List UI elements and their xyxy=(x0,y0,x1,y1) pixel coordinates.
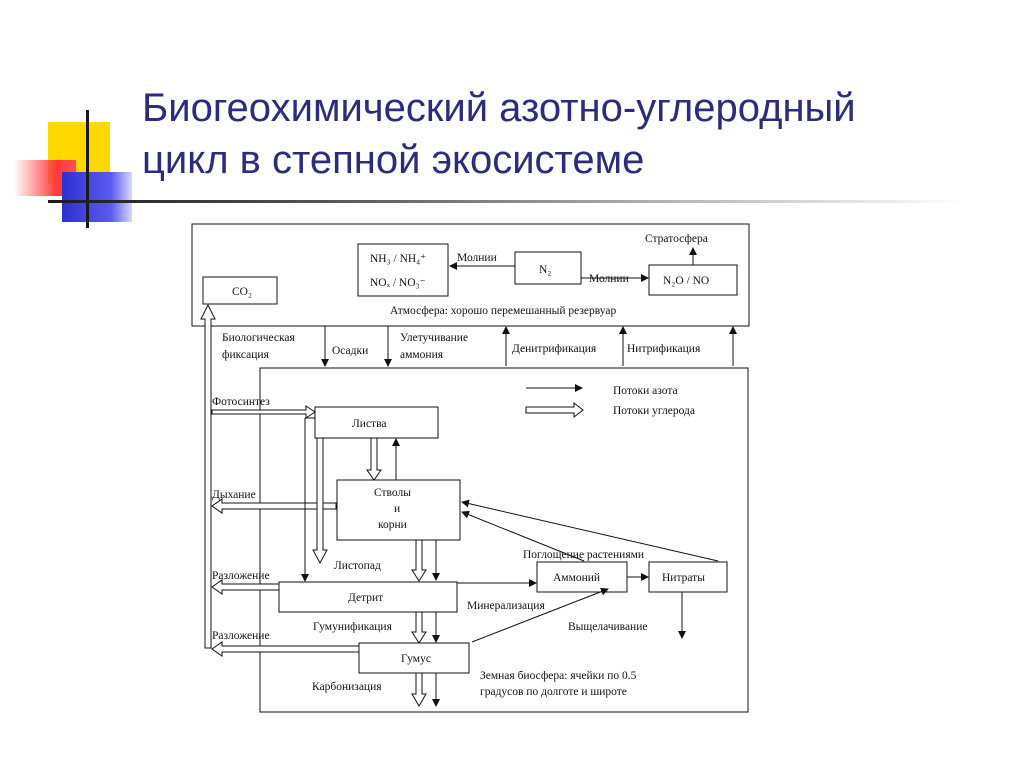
photosynthesis-arrow xyxy=(211,405,316,419)
nox-no3-label: NOₓ / NO₃⁻ xyxy=(370,277,426,289)
co2-box xyxy=(202,276,278,305)
decomposition-label-1: Разложение xyxy=(212,570,270,582)
n2o-no-label: N₂O / NO xyxy=(663,275,709,287)
detritus-to-humus-arrow xyxy=(411,611,427,644)
leaching-label: Выщелачивание xyxy=(568,621,647,633)
uptake-label: Поглощение растениями xyxy=(523,549,644,561)
decomposition-label-2: Разложение xyxy=(212,630,270,642)
foliage-to-stems-arrow xyxy=(366,437,382,481)
bio-fix-label-1: Биологическая xyxy=(222,332,296,344)
grid-note-line-2: градусов по долготе и широте xyxy=(480,686,627,698)
mineralization-label: Минерализация xyxy=(467,600,545,612)
ammonium-label: Аммоний xyxy=(553,572,600,584)
respiration-label: Дыхание xyxy=(212,489,256,501)
humus-label: Гумус xyxy=(401,653,431,665)
bio-fix-label-2: фиксация xyxy=(222,349,270,361)
nh3-nox-box xyxy=(357,243,449,297)
volatilization-label-1: Улетучивание xyxy=(400,332,468,344)
nitrates-label: Нитраты xyxy=(662,572,705,584)
ammonium-box xyxy=(536,561,628,593)
lightning-label-1: Молнии xyxy=(457,252,497,264)
nh3-nh4-label: NH₃ / NH₄⁺ xyxy=(370,253,426,265)
volatilization-label-2: аммония xyxy=(400,349,444,361)
precipitation-label: Осадки xyxy=(332,345,368,357)
stems-label-1: Стволы xyxy=(374,487,411,499)
legend-nitrogen-label: Потоки азота xyxy=(613,385,678,397)
slide-title-line-1: Биогеохимический азотно-углеродный xyxy=(142,86,856,130)
foliage-box xyxy=(314,406,439,439)
nitrification-label: Нитрификация xyxy=(627,343,701,355)
decor-vertical-line xyxy=(86,110,89,228)
decomposition-arrow-2 xyxy=(211,641,360,657)
carbonization-label: Карбонизация xyxy=(312,681,382,693)
atmosphere-reservoir-label: Атмосфера: хорошо перемешанный резервуар xyxy=(390,305,616,317)
ammonium-to-stems-arrow xyxy=(461,510,585,562)
grid-note-line-1: Земная биосфера: ячейки по 0.5 xyxy=(480,670,637,682)
stems-label-2: и xyxy=(394,503,400,515)
denitrification-label: Денитрификация xyxy=(512,343,597,355)
litterfall-label: Листопад xyxy=(334,560,381,572)
litterfall-arrow xyxy=(312,437,328,565)
lightning-label-2: Молнии xyxy=(589,273,629,285)
humification-label: Гумунификация xyxy=(313,621,393,633)
humus-box xyxy=(358,642,470,674)
slide-title-line-2: цикл в степной экосистеме xyxy=(142,138,645,182)
n2-box xyxy=(514,251,582,285)
humus-to-ammonium-arrow xyxy=(471,587,609,643)
decor-blue-square xyxy=(62,172,132,222)
decor-horizontal-line xyxy=(48,200,968,203)
co2-uptake-arrow xyxy=(200,303,216,649)
stratosphere-label: Стратосфера xyxy=(645,233,708,245)
foliage-label: Листва xyxy=(352,418,386,430)
detritus-box xyxy=(278,581,458,613)
decomposition-arrow-1 xyxy=(211,579,280,595)
nitrates-box xyxy=(648,561,728,593)
slide-title: Биогеохимический азотно-углеродный цикл … xyxy=(142,82,982,186)
detritus-label: Детрит xyxy=(348,592,383,604)
nitrates-to-stems-arrow xyxy=(461,499,719,562)
co2-label: CO₂ xyxy=(232,286,252,298)
stems-roots-box xyxy=(336,479,461,541)
n2-label: N₂ xyxy=(539,264,551,276)
legend-carbon-label: Потоки углерода xyxy=(613,405,695,417)
legend-carbon-arrow xyxy=(525,401,584,419)
photosynthesis-label: Фотосинтез xyxy=(212,396,270,408)
stems-to-detritus-arrow xyxy=(411,539,427,582)
stems-label-3: корни xyxy=(378,519,407,531)
nitrogen-carbon-cycle-diagram: NH₃ / NH₄⁺ NOₓ / NO₃⁻ N₂ N₂O / NO CO₂ Ст… xyxy=(191,223,750,713)
carbonization-arrow xyxy=(411,672,427,707)
